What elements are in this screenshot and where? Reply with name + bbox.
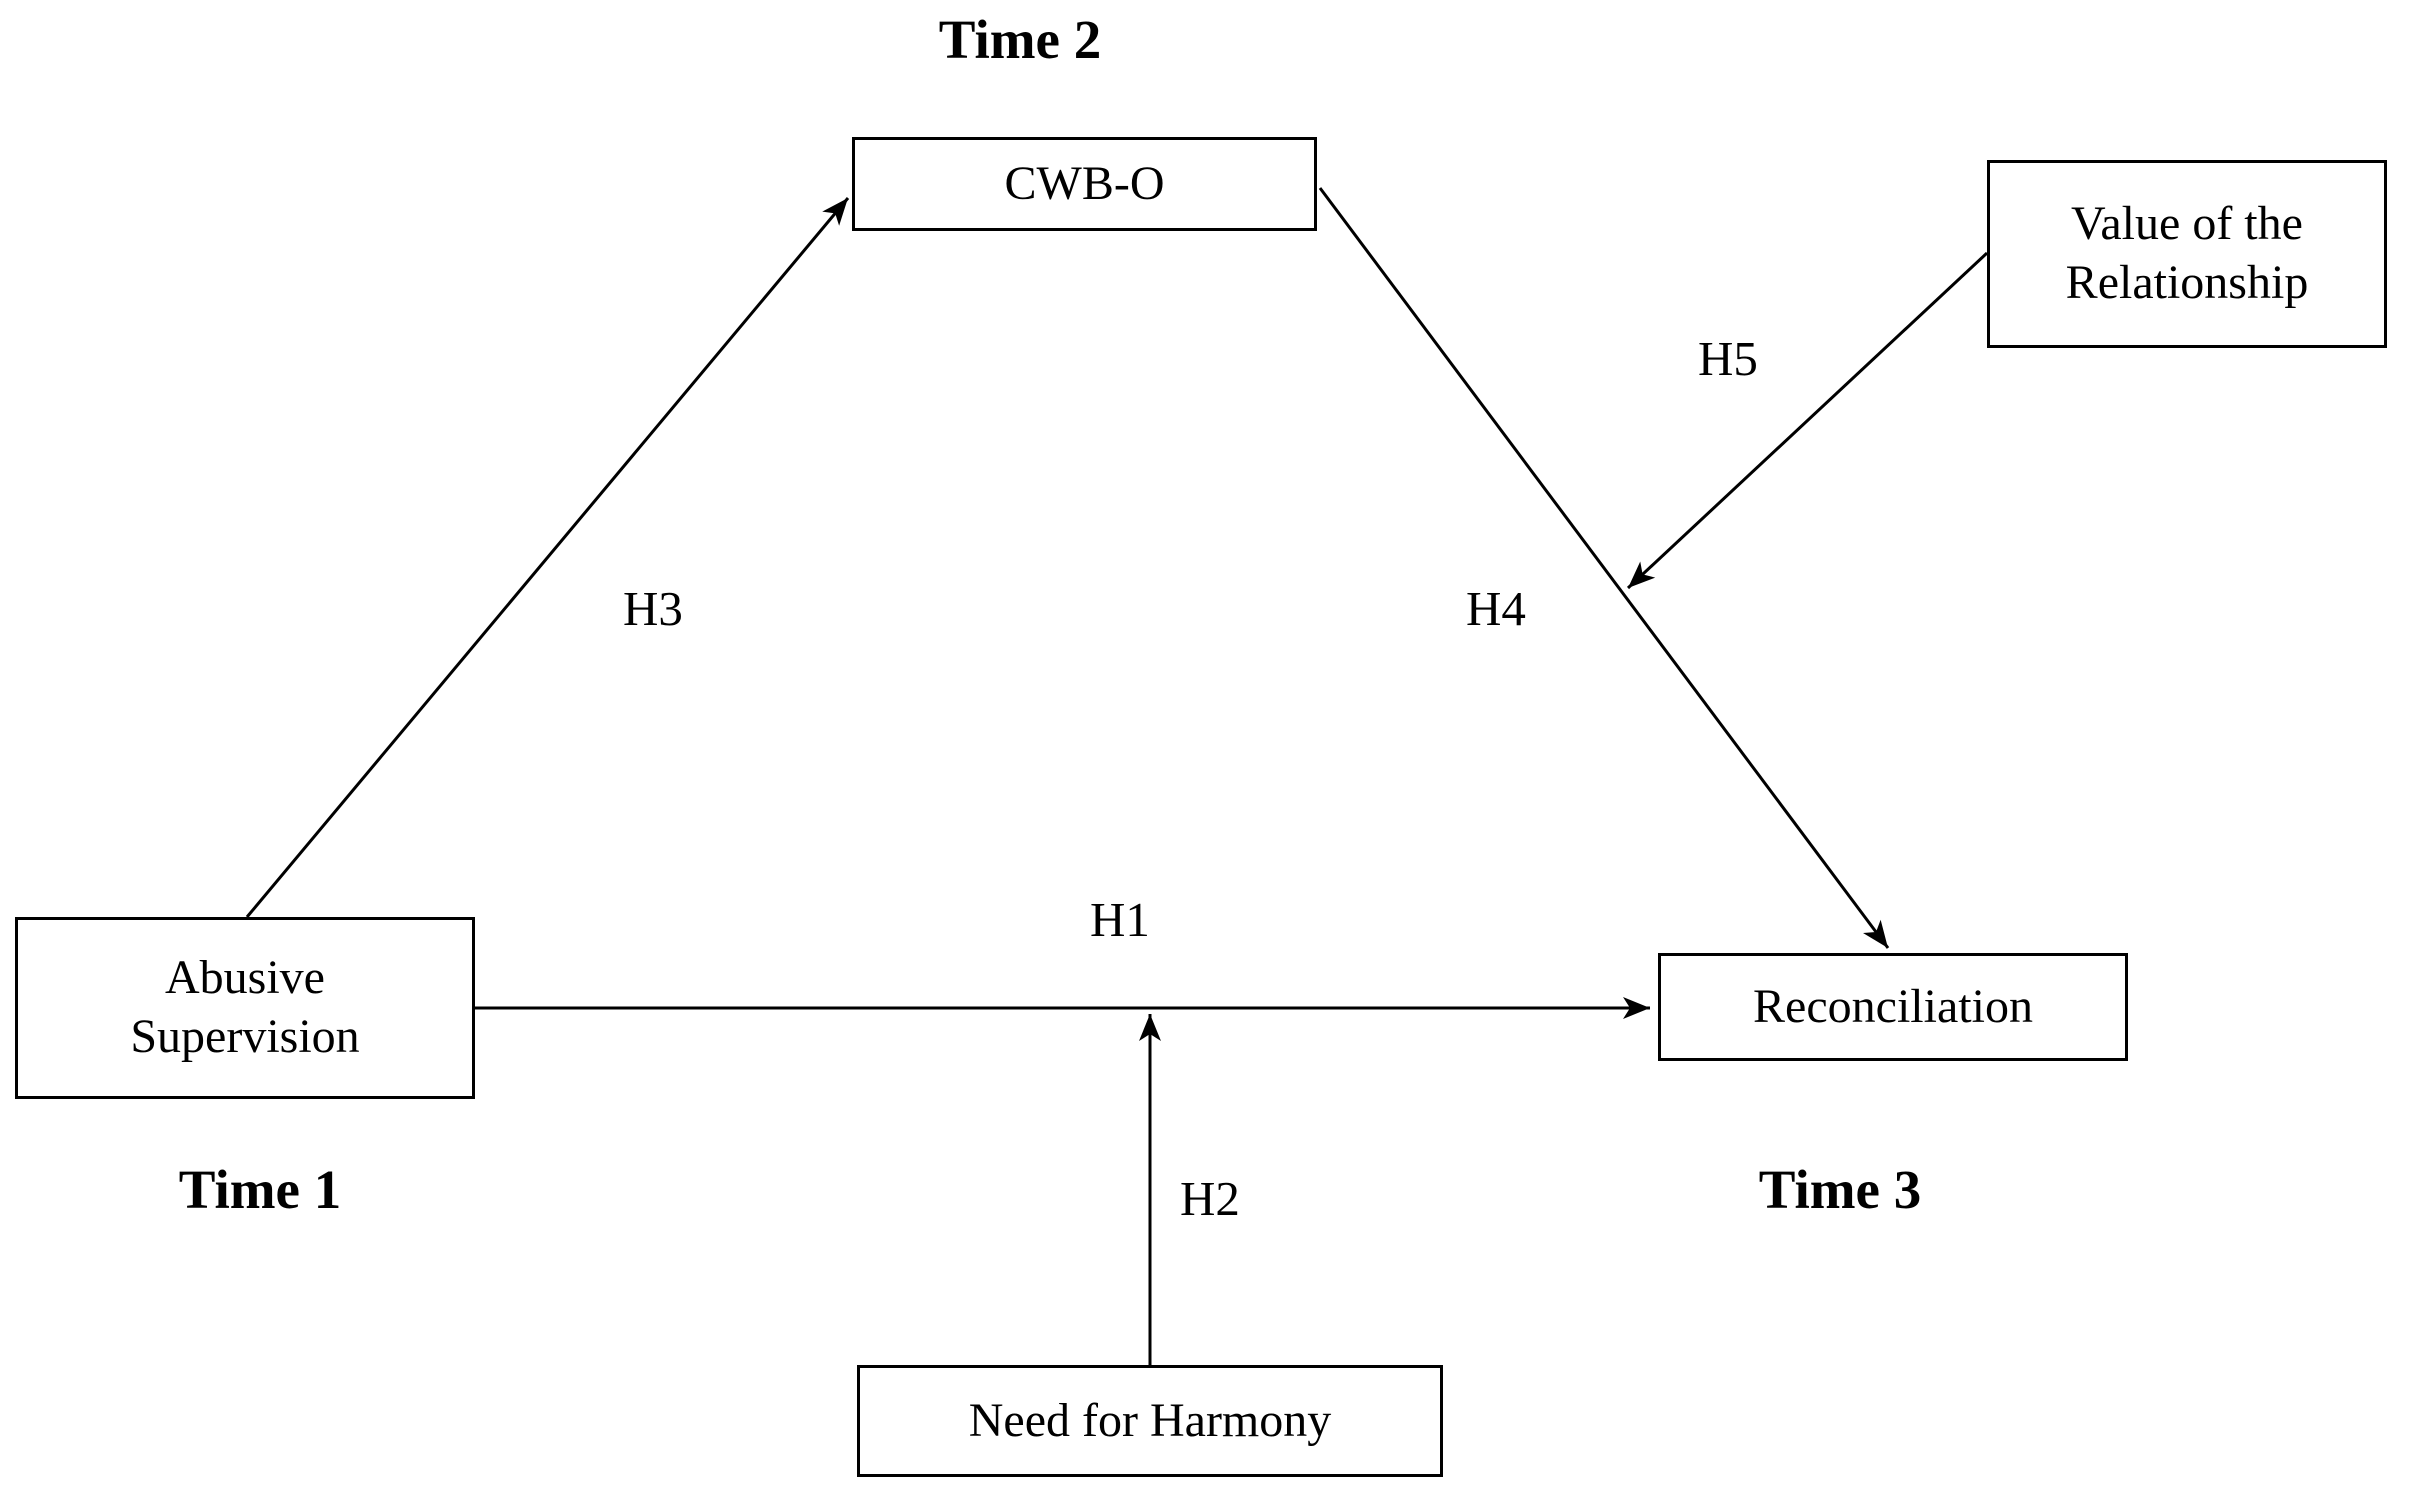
node-need-for-harmony: Need for Harmony <box>857 1365 1443 1477</box>
node-abusive-supervision: Abusive Supervision <box>15 917 475 1099</box>
h2-label: H2 <box>1180 1171 1240 1226</box>
time1-label: Time 1 <box>178 1159 342 1220</box>
time3-label: Time 3 <box>1758 1159 1922 1220</box>
node-abusive-supervision-label: Abusive Supervision <box>130 951 360 1063</box>
h4-arrow <box>1318 187 1890 949</box>
time2-label: Time 2 <box>938 9 1102 70</box>
node-value-relationship: Value of the Relationship <box>1987 160 2387 348</box>
node-need-for-harmony-label: Need for Harmony <box>968 1393 1332 1447</box>
h3-arrow <box>245 197 850 918</box>
h3-label: H3 <box>623 581 683 636</box>
h4-label: H4 <box>1466 581 1526 636</box>
h5-arrow <box>1626 251 1989 590</box>
node-cwbo-label: CWB-O <box>1004 156 1165 210</box>
h5-label: H5 <box>1698 331 1758 386</box>
h1-label: H1 <box>1090 892 1150 947</box>
node-cwbo: CWB-O <box>852 137 1317 231</box>
node-reconciliation-label: Reconciliation <box>1753 979 2033 1033</box>
node-reconciliation: Reconciliation <box>1658 953 2128 1061</box>
node-value-relationship-label: Value of the Relationship <box>2065 197 2309 309</box>
